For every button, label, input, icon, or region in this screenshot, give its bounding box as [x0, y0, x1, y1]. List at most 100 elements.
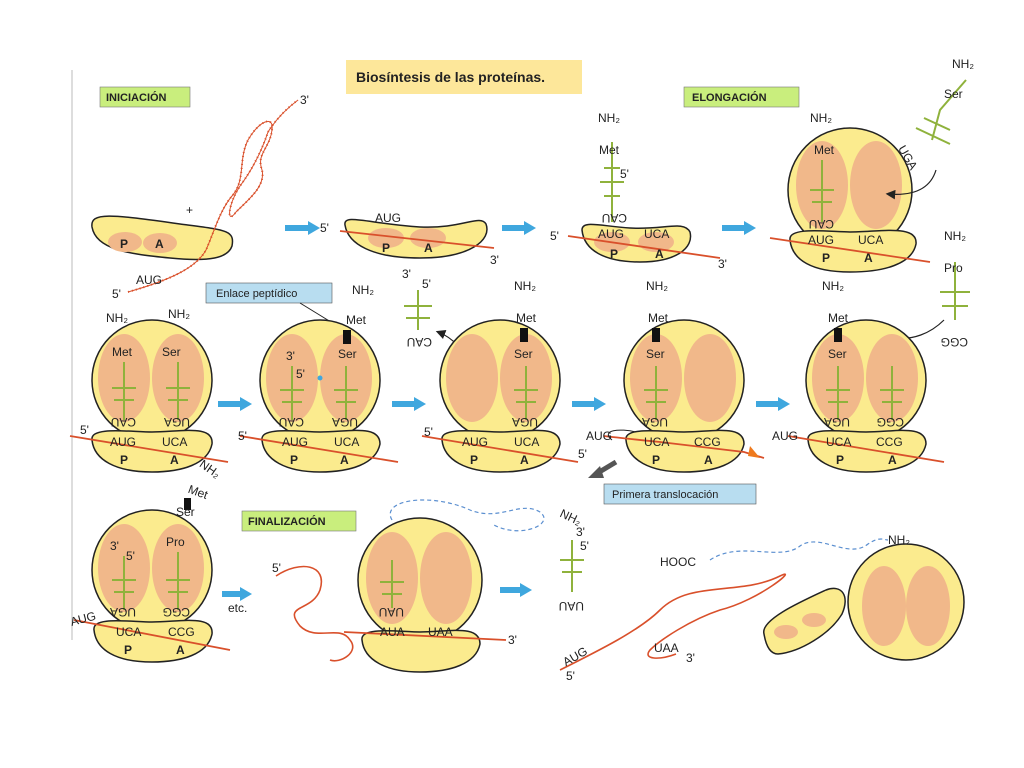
row1-c-5prime: 5' — [550, 229, 559, 243]
ejected-5prime: 5' — [422, 277, 431, 291]
row1-d-aug: AUG — [808, 233, 834, 247]
peptide-bond-callout: Enlace peptídico — [216, 288, 297, 300]
elongation-label-bg — [683, 86, 800, 108]
site-a-label: A — [155, 237, 164, 251]
r3a-site-a: A — [176, 643, 185, 657]
site-p-label: P — [120, 237, 128, 251]
r3b-aua: AUA — [380, 625, 405, 639]
row1-c-uca: UCA — [644, 227, 669, 241]
r2d-anticodon: UGA — [642, 415, 668, 429]
released-3prime: 3' — [576, 525, 585, 539]
initiation-label: INICIACIÓN — [106, 91, 167, 104]
r2a-site-a: A — [170, 453, 179, 467]
incoming-ser-label: Ser — [944, 87, 963, 101]
row1-d-met: Met — [814, 143, 835, 157]
released-mrna-uaa: UAA — [654, 641, 679, 655]
incoming-pro-anticodon: CGG — [941, 335, 968, 349]
r2b-anticodon-1: CAU — [279, 415, 304, 429]
r3a-3prime: 3' — [110, 539, 119, 553]
r3b-5prime: 5' — [272, 561, 281, 575]
translocation-callout-bg — [603, 483, 757, 505]
r3a-ser: Ser — [176, 505, 195, 519]
finalization-label: FINALIZACIÓN — [248, 515, 326, 528]
r2e-anticodon-2: CGG — [877, 415, 904, 429]
r2a-met: Met — [112, 345, 133, 359]
r2c-anticodon: UGA — [512, 415, 538, 429]
mrna-coil-r3b — [275, 565, 354, 662]
r2c-nh2: NH₂ — [514, 279, 536, 293]
incoming-ser-nh2: NH₂ — [952, 57, 974, 71]
mrna-free-5prime: 5' — [112, 287, 121, 301]
r2a-anticodon-2: UGA — [164, 415, 190, 429]
ejected-3prime: 3' — [402, 267, 411, 281]
r2b-uca: UCA — [334, 435, 359, 449]
finalization-label-bg — [241, 510, 357, 532]
trna-met-initial — [600, 142, 624, 222]
r2b-trna-5prime: 5' — [296, 367, 305, 381]
row1-c-met: Met — [599, 143, 620, 157]
r2e-anticodon-1: UGA — [824, 415, 850, 429]
initiation-label-bg — [99, 86, 191, 108]
r3b-uaa: UAA — [428, 625, 453, 639]
mrna-free-backbone — [127, 99, 299, 293]
r2c-site-p: P — [470, 453, 478, 467]
r2e-aug: AUG — [772, 429, 798, 443]
elongation-label: ELONGACIÓN — [692, 91, 767, 104]
trna-ser-incoming — [915, 79, 967, 145]
site-p-area — [108, 232, 142, 252]
ejected-anticodon: CAU — [407, 335, 432, 349]
r2a-nh2-2: NH₂ — [168, 307, 190, 321]
row1-c-3prime: 3' — [718, 257, 727, 271]
row1-c-nh2: NH₂ — [598, 111, 620, 125]
row1-c-aug: AUG — [598, 227, 624, 241]
protein-chain-r3b — [389, 499, 545, 532]
released-5prime: 5' — [580, 539, 589, 553]
r2b-met: Met — [346, 313, 367, 327]
mrna-bound-1 — [339, 230, 495, 249]
row1-c-trna-5prime: 5' — [620, 167, 629, 181]
row1-c-anticodon: CAU — [602, 211, 627, 225]
r3a-ccg: CCG — [168, 625, 195, 639]
mrna-free-3prime: 3' — [300, 93, 309, 107]
r3a-aug: AUG — [69, 609, 98, 629]
incoming-pro-nh2: NH₂ — [944, 229, 966, 243]
row1-b-5prime: 5' — [320, 221, 329, 235]
title-bg — [346, 60, 582, 94]
translocation-forward-arrow — [748, 446, 760, 458]
row1-c-site-p: P — [610, 247, 618, 261]
r2a-aug: AUG — [110, 435, 136, 449]
polypeptide-hooc: HOOC — [660, 555, 696, 569]
r2c-met: Met — [516, 311, 537, 325]
r2c-site-a: A — [520, 453, 529, 467]
r2e-uca: UCA — [826, 435, 851, 449]
etc-label: etc. — [228, 601, 247, 615]
peptide-bond-callout-bg — [205, 282, 333, 304]
r2e-ser: Ser — [828, 347, 847, 361]
r2d-ccg: CCG — [694, 435, 721, 449]
r2c-5prime: 5' — [424, 425, 433, 439]
r3a-anticodon-2: CGG — [163, 605, 190, 619]
row1-b-site-p: P — [382, 241, 390, 255]
r2d-site-a: A — [704, 453, 713, 467]
r3a-uca: UCA — [116, 625, 141, 639]
r2e-site-a: A — [888, 453, 897, 467]
row1-d-site-a: A — [864, 251, 873, 265]
row1-b-aug: AUG — [375, 211, 401, 225]
r2d-ser: Ser — [646, 347, 665, 361]
r2d-met: Met — [648, 311, 669, 325]
r2a-ser: Ser — [162, 345, 181, 359]
incoming-pro-label: Pro — [944, 261, 963, 275]
r2a-anticodon-1: CAU — [111, 415, 136, 429]
r3a-anticodon-1: UGA — [110, 605, 136, 619]
row1-d-site-p: P — [822, 251, 830, 265]
r2d-site-p: P — [652, 453, 660, 467]
trna-ejected — [404, 290, 432, 330]
r2d-aug: AUG — [586, 429, 612, 443]
r2d-5prime: 5' — [578, 447, 587, 461]
r2b-3prime: 3' — [286, 349, 295, 363]
released-mrna — [559, 573, 787, 671]
translocation-back-arrow — [588, 466, 604, 478]
r2b-site-p: P — [290, 453, 298, 467]
r2a-site-p: P — [120, 453, 128, 467]
